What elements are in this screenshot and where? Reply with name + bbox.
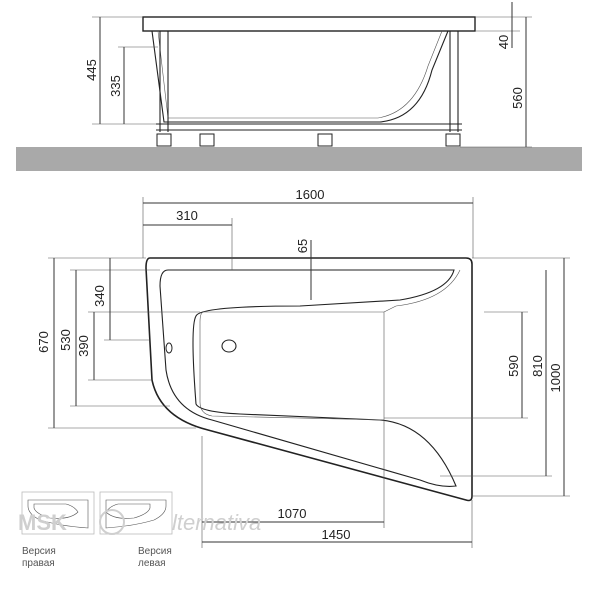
version-left: Версия левая (99, 491, 173, 569)
dim-left-390: 390 (76, 335, 91, 357)
dim-left-340: 340 (92, 285, 107, 307)
tub-basin-top (199, 311, 385, 421)
version-right: Версия правая (21, 491, 95, 569)
top-view: 1600 310 65 670 530 390 340 590 810 1000 (36, 187, 570, 548)
tub-frame (156, 31, 462, 147)
dim-side-445: 445 (84, 59, 99, 81)
watermark-brand: MSK (18, 510, 67, 535)
dim-side-40: 40 (496, 35, 511, 49)
drain-hole (221, 339, 237, 353)
dim-top-310: 310 (176, 208, 198, 223)
dim-right-590: 590 (506, 355, 521, 377)
tub-bowl-top (159, 269, 457, 487)
tub-rim (142, 16, 476, 32)
watermark: MSK lternativa (18, 509, 261, 535)
tub-foot (317, 133, 333, 147)
tub-foot (445, 133, 461, 147)
dim-bottom-1450: 1450 (322, 527, 351, 542)
dim-right-1000: 1000 (548, 364, 563, 393)
dim-left-670: 670 (36, 331, 51, 353)
overflow-hole (165, 342, 173, 354)
dim-side-560: 560 (510, 87, 525, 109)
version-left-line1: Версия (138, 546, 172, 557)
side-view: 445 335 40 560 (16, 2, 582, 171)
tub-outline-top (145, 257, 473, 502)
floor (16, 147, 582, 171)
tub-inner-side (157, 30, 443, 119)
tub-foot (199, 133, 215, 147)
dim-top-65: 65 (295, 239, 310, 253)
watermark-text: lternativa (172, 510, 261, 535)
tub-contour (383, 269, 461, 313)
watermark-logo-icon (99, 509, 125, 535)
tub-foot (156, 133, 172, 147)
tub-body-side (151, 30, 449, 123)
dim-right-810: 810 (530, 355, 545, 377)
version-right-line2: правая (22, 558, 55, 569)
dim-left-530: 530 (58, 329, 73, 351)
dim-bottom-1070: 1070 (278, 506, 307, 521)
version-right-line1: Версия (22, 546, 56, 557)
version-left-line2: левая (138, 558, 166, 569)
dim-side-335: 335 (108, 75, 123, 97)
dim-top-1600: 1600 (296, 187, 325, 202)
